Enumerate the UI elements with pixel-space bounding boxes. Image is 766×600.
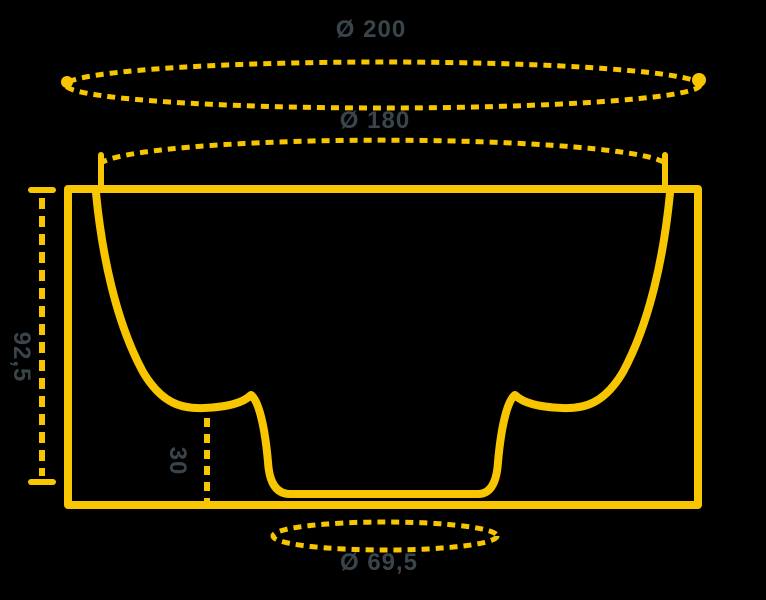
outer-diameter-label: Ø 200 (335, 16, 407, 43)
inner-diameter-label: Ø 180 (339, 107, 411, 134)
step-height-label: 30 (164, 446, 191, 476)
bottom-diameter-ellipse (270, 519, 500, 553)
height-label: 92,5 (8, 331, 35, 383)
outer-ellipse-right-cap (692, 73, 706, 87)
outer-diameter-ellipse (63, 59, 703, 111)
inner-diameter-arc (98, 137, 668, 166)
outer-ellipse-left-cap (61, 76, 73, 88)
bottom-diameter-label: Ø 69,5 (339, 549, 419, 576)
vessel-inner-profile (92, 189, 674, 498)
vessel-outline (64, 185, 702, 509)
